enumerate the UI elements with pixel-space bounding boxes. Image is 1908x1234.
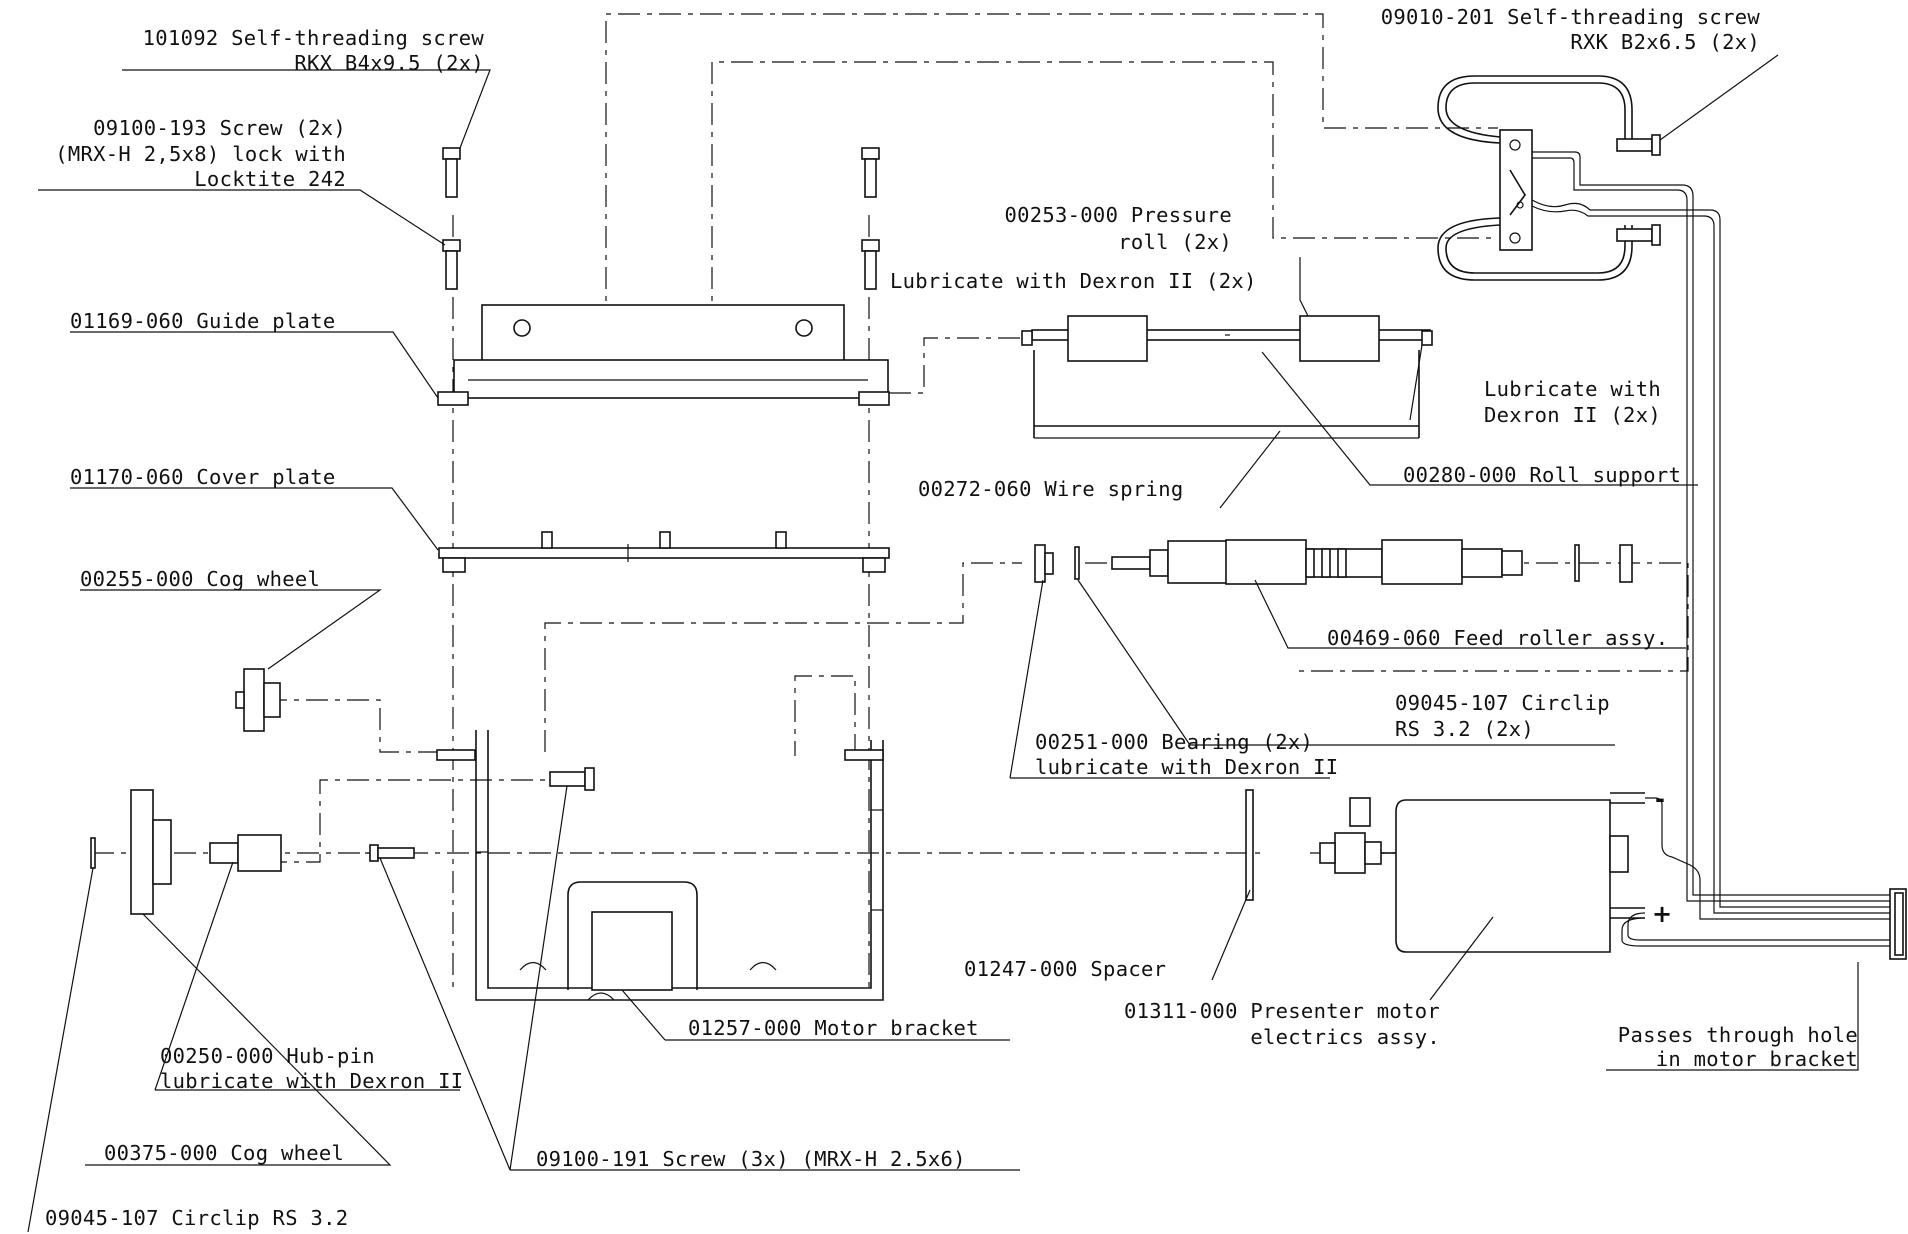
motor-bracket-part bbox=[436, 730, 884, 1001]
roll-support-part bbox=[1021, 315, 1433, 362]
wire-harness bbox=[1531, 151, 1890, 947]
label-cog-wheel-00375: 00375-000 Cog wheel bbox=[104, 1141, 344, 1165]
spacer-part bbox=[1245, 789, 1254, 901]
feed-roller-part bbox=[1111, 539, 1633, 585]
label-lubricate-right-line2: Dexron II (2x) bbox=[1484, 403, 1661, 427]
label-screw-09010-line2: RXK B2x6.5 (2x) bbox=[1570, 30, 1760, 54]
callout-labels: 101092 Self-threading screw RKX B4x9.5 (… bbox=[45, 5, 1858, 1230]
cover-plate-part bbox=[438, 531, 890, 573]
sensor-board-part bbox=[1437, 75, 1633, 281]
label-hub-pin-line2: lubricate with Dexron II bbox=[160, 1069, 463, 1093]
leader-lines bbox=[27, 54, 1859, 1233]
label-circlip-top-line1: 09045-107 Circlip bbox=[1395, 691, 1610, 715]
screw-09100-193-right bbox=[861, 239, 880, 290]
circlip-bottom-part bbox=[90, 837, 96, 869]
label-presenter-motor-line2: electrics assy. bbox=[1250, 1025, 1440, 1049]
label-passes-line2: in motor bracket bbox=[1656, 1047, 1858, 1071]
label-hub-pin-line1: 00250-000 Hub-pin bbox=[160, 1044, 375, 1068]
label-roll-support: 00280-000 Roll support bbox=[1403, 463, 1681, 487]
label-screw-09100-193-line2: (MRX-H 2,5x8) lock with bbox=[55, 142, 346, 166]
label-screw-101092-line1: 101092 Self-threading screw bbox=[143, 26, 485, 50]
label-wire-spring: 00272-060 Wire spring bbox=[918, 477, 1183, 501]
label-circlip-top-line2: RS 3.2 (2x) bbox=[1395, 717, 1534, 741]
motor-plus-symbol: + bbox=[1652, 900, 1672, 928]
label-pressure-roll-line2: roll (2x) bbox=[1118, 230, 1232, 254]
circlip-top-part bbox=[1074, 546, 1080, 580]
label-cog-wheel-00255: 00255-000 Cog wheel bbox=[80, 567, 320, 591]
cog-wheel-00255-part bbox=[235, 668, 281, 732]
guide-plate-part bbox=[437, 304, 890, 406]
label-bearing-line1: 00251-000 Bearing (2x) bbox=[1035, 730, 1313, 754]
label-screw-09100-191: 09100-191 Screw (3x) (MRX-H 2.5x6) bbox=[536, 1147, 966, 1171]
label-screw-101092-line2: RKX B4x9.5 (2x) bbox=[294, 51, 484, 75]
screw-101092-upper-left bbox=[442, 147, 461, 198]
presenter-motor-part: - + bbox=[1319, 785, 1672, 953]
label-screw-09100-193-line3: Locktite 242 bbox=[194, 167, 346, 191]
label-passes-line1: Passes through hole bbox=[1618, 1023, 1858, 1047]
label-spacer: 01247-000 Spacer bbox=[964, 957, 1166, 981]
label-lubricate-top: Lubricate with Dexron II (2x) bbox=[890, 269, 1257, 293]
label-circlip-bottom: 09045-107 Circlip RS 3.2 bbox=[45, 1206, 348, 1230]
label-screw-09100-193-line1: 09100-193 Screw (2x) bbox=[93, 116, 346, 140]
label-lubricate-right-line1: Lubricate with bbox=[1484, 377, 1661, 401]
label-presenter-motor-line1: 01311-000 Presenter motor bbox=[1124, 999, 1440, 1023]
connector-part bbox=[1889, 888, 1907, 960]
label-cover-plate: 01170-060 Cover plate bbox=[70, 465, 335, 489]
label-motor-bracket: 01257-000 Motor bracket bbox=[688, 1016, 979, 1040]
wire-spring-part bbox=[1033, 350, 1420, 439]
label-feed-roller: 00469-060 Feed roller assy. bbox=[1327, 626, 1668, 650]
label-guide-plate: 01169-060 Guide plate bbox=[70, 309, 335, 333]
screw-09100-193-left bbox=[442, 239, 461, 290]
label-bearing-line2: lubricate with Dexron II bbox=[1035, 755, 1338, 779]
screw-101092-upper-right bbox=[861, 147, 880, 198]
screw-09100-191-lower bbox=[369, 844, 415, 862]
label-screw-09010-line1: 09010-201 Self-threading screw bbox=[1381, 5, 1761, 29]
cog-wheel-00375-part bbox=[130, 789, 172, 915]
screw-09010-upper bbox=[1616, 134, 1661, 156]
hub-pin-part bbox=[209, 834, 282, 872]
label-pressure-roll-line1: 00253-000 Pressure bbox=[1004, 203, 1232, 227]
screw-09010-lower bbox=[1616, 224, 1661, 246]
bearing-part bbox=[1034, 544, 1054, 583]
screw-09100-191-upper bbox=[549, 767, 595, 791]
